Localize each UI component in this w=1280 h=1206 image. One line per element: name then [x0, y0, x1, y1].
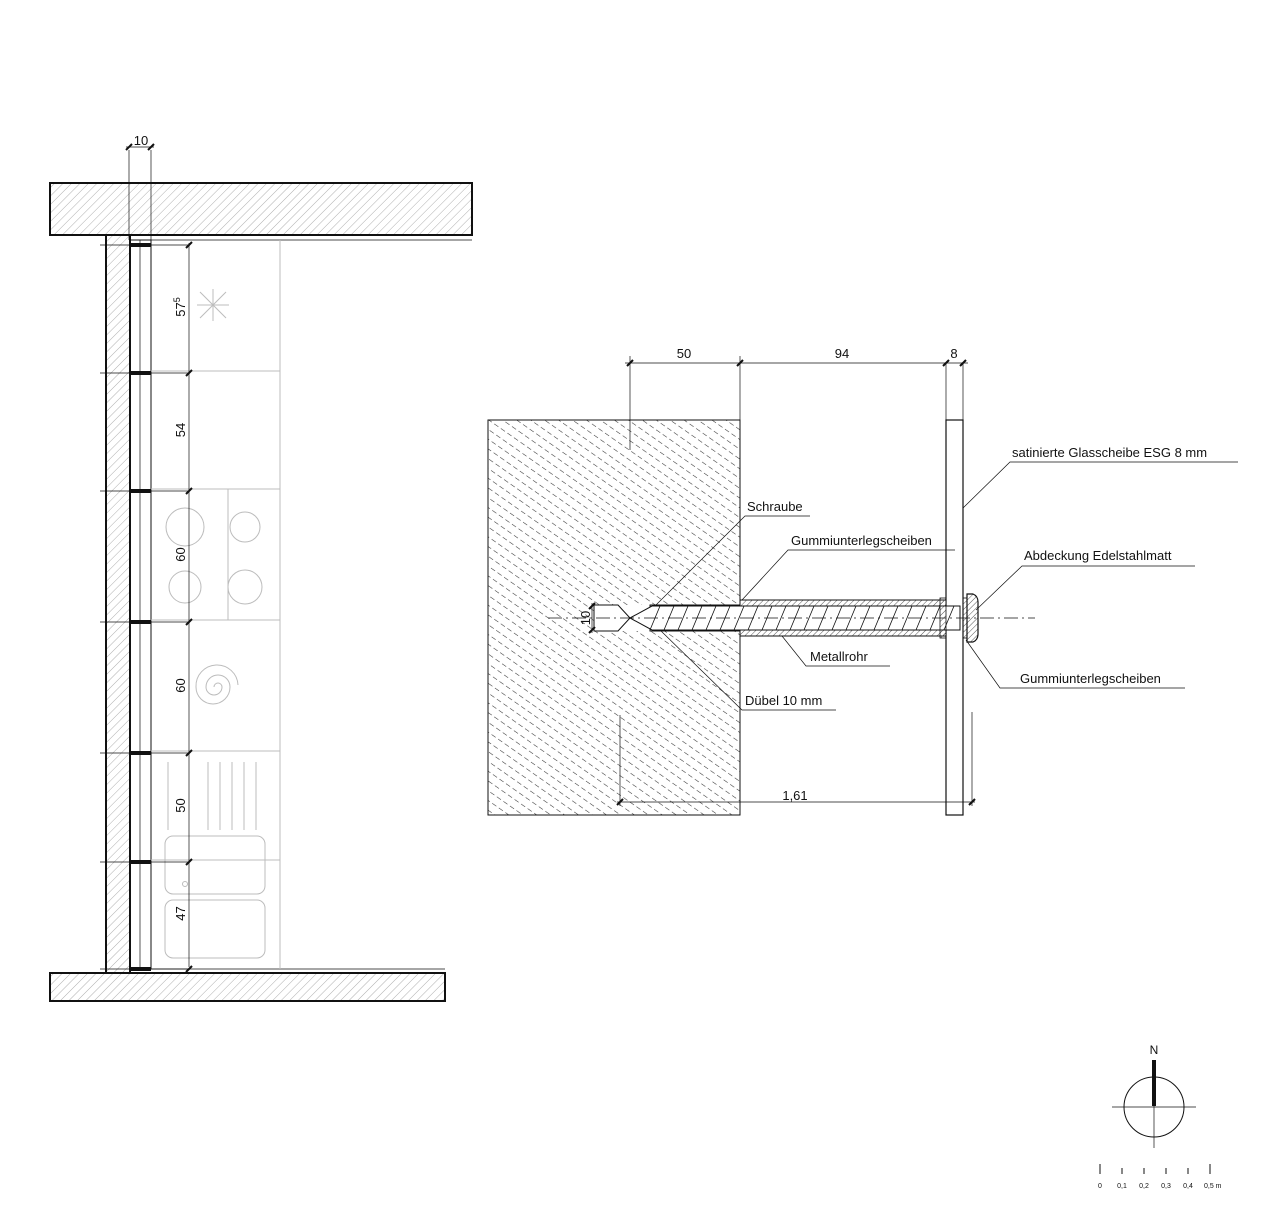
label-glass: satinierte Glasscheibe ESG 8 mm: [1012, 445, 1207, 460]
segment-dimension-label: 47: [173, 906, 188, 920]
detail-bottom-dimension: 1,61: [616, 712, 976, 806]
dim-bore: 10: [578, 611, 593, 625]
sink-icon: [164, 835, 266, 959]
dimension-tick: [185, 369, 193, 377]
fixing-detail: 50 94 8 10 1,61 satinierte Glasscheibe E…: [487, 346, 1238, 816]
stainless-cover-cap: [966, 593, 979, 643]
segment-dimension-label: 50: [173, 798, 188, 812]
kitchen-counter: [151, 240, 281, 969]
label-washer-bottom: Gummiunterlegscheiben: [1020, 671, 1161, 686]
detail-bore-dimension: 10: [578, 602, 596, 634]
drainboard-icon: [167, 762, 257, 830]
scale-tick-label: 0: [1098, 1183, 1102, 1190]
panel-clamp: [131, 860, 151, 864]
dimension-tick: [185, 241, 193, 249]
scale-tick-label: 0,3: [1161, 1183, 1171, 1190]
dimension-ticks: [100, 241, 193, 973]
scale-tick-label: 0,2: [1139, 1183, 1149, 1190]
wall-thickness-dimension: 10: [125, 133, 155, 240]
segment-dimension-label: 575: [172, 297, 188, 316]
label-dowel: Dübel 10 mm: [745, 693, 822, 708]
floor-plan: 10 575 54 60 60 50 47: [49, 133, 473, 1002]
dim-wall-depth: 50: [677, 346, 691, 361]
panel-clamp: [131, 371, 151, 375]
wall-thickness-label: 10: [134, 133, 148, 148]
dimension-tick: [185, 749, 193, 757]
dimension-tick: [185, 618, 193, 626]
label-cover: Abdeckung Edelstahlmatt: [1024, 548, 1172, 563]
dim-standoff: 94: [835, 346, 849, 361]
segment-dimension-label: 54: [173, 423, 188, 437]
panel-clamp: [131, 489, 151, 493]
glass-panel-strip: [129, 239, 152, 970]
dim-glass-thickness: 8: [950, 346, 957, 361]
label-screw: Schraube: [747, 499, 803, 514]
panel-clamp: [131, 751, 151, 755]
scale-bar: 0 0,1 0,2 0,3 0,4 0,5 m: [1098, 1164, 1222, 1190]
spiral-icon: [195, 664, 239, 705]
top-wall: [49, 182, 473, 236]
dimension-tick: [185, 858, 193, 866]
extractor-fan-icon: [197, 289, 229, 321]
scale-tick-label: 0,4: [1183, 1183, 1193, 1190]
detail-top-dimensions: 50 94 8: [625, 346, 968, 450]
dimension-tick: [185, 965, 193, 973]
label-washer-top: Gummiunterlegscheiben: [791, 533, 932, 548]
label-tube: Metallrohr: [810, 649, 868, 664]
panel-clamp: [131, 243, 151, 247]
dimension-tick: [185, 487, 193, 495]
north-arrow-icon: N: [1112, 1043, 1196, 1148]
scale-tick-label: 0,5 m: [1204, 1183, 1222, 1190]
panel-clamp: [131, 620, 151, 624]
bottom-wall: [49, 972, 446, 1002]
segment-dimension-label: 60: [173, 678, 188, 692]
hob-icon: [165, 488, 281, 621]
panel-clamp: [131, 967, 151, 971]
dim-total: 1,61: [782, 788, 807, 803]
scale-tick-label: 0,1: [1117, 1183, 1127, 1190]
segment-dimension-label: 60: [173, 547, 188, 561]
detail-annotations: satinierte Glasscheibe ESG 8 mm Schraube…: [654, 445, 1238, 711]
north-letter: N: [1150, 1043, 1159, 1057]
